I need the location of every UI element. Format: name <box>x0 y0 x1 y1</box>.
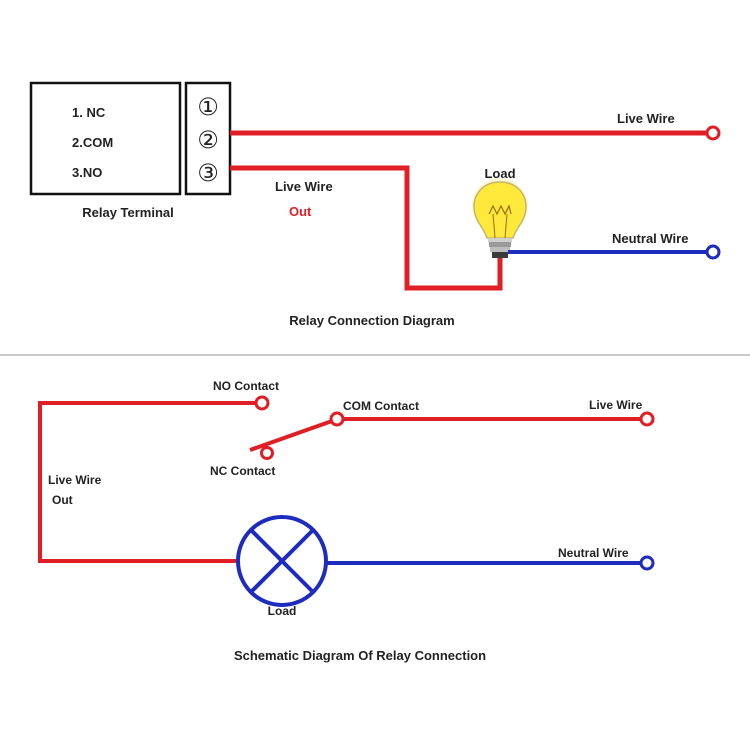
bottom-live-wire-terminal <box>639 411 655 427</box>
bottom-diagram-title: Schematic Diagram Of Relay Connection <box>234 648 486 663</box>
schematic-diagram: NO Contact COM Contact Live Wire NC Cont… <box>38 379 655 663</box>
bottom-load-label: Load <box>268 604 297 618</box>
terminal-number-block <box>184 81 232 196</box>
light-bulb-icon <box>472 178 528 258</box>
com-contact-terminal <box>329 411 345 427</box>
top-out-label: Out <box>289 204 312 219</box>
top-live-wire-out-label: Live Wire <box>275 179 333 194</box>
top-live-wire-label: Live Wire <box>617 111 675 126</box>
relay-connection-diagram: 1. NC 2.COM 3.NO ① ② ③ Relay Terminal Li… <box>29 81 721 328</box>
relay-terminal-label: Relay Terminal <box>82 205 174 220</box>
bottom-neutral-wire-terminal <box>639 555 655 571</box>
top-neutral-wire-terminal <box>705 244 721 260</box>
no-contact-label: NO Contact <box>213 379 279 393</box>
terminal-number-3: ③ <box>197 160 219 187</box>
bottom-live-wire-out-label: Live Wire <box>48 473 102 487</box>
no-contact-terminal <box>254 395 270 411</box>
terminal-item-no: 3.NO <box>72 165 102 180</box>
bottom-live-out-wire <box>38 401 257 563</box>
top-load-label: Load <box>484 166 515 181</box>
switch-arm <box>249 419 333 452</box>
bottom-neutral-wire-label: Neutral Wire <box>558 546 629 560</box>
terminal-number-2: ② <box>197 127 219 154</box>
com-contact-label: COM Contact <box>343 399 419 413</box>
top-live-wire-terminal <box>705 125 721 141</box>
terminal-number-1: ① <box>197 94 219 121</box>
relay-terminal-box <box>29 81 182 196</box>
terminal-item-nc: 1. NC <box>72 105 106 120</box>
terminal-item-com: 2.COM <box>72 135 113 150</box>
bottom-live-wire-label: Live Wire <box>589 398 643 412</box>
top-diagram-title: Relay Connection Diagram <box>289 313 454 328</box>
top-live-out-wire <box>230 165 503 291</box>
top-neutral-wire-label: Neutral Wire <box>612 231 688 246</box>
nc-contact-terminal <box>260 446 274 460</box>
nc-contact-label: NC Contact <box>210 464 275 478</box>
bottom-out-label: Out <box>52 493 73 507</box>
lamp-symbol-icon <box>236 515 328 607</box>
